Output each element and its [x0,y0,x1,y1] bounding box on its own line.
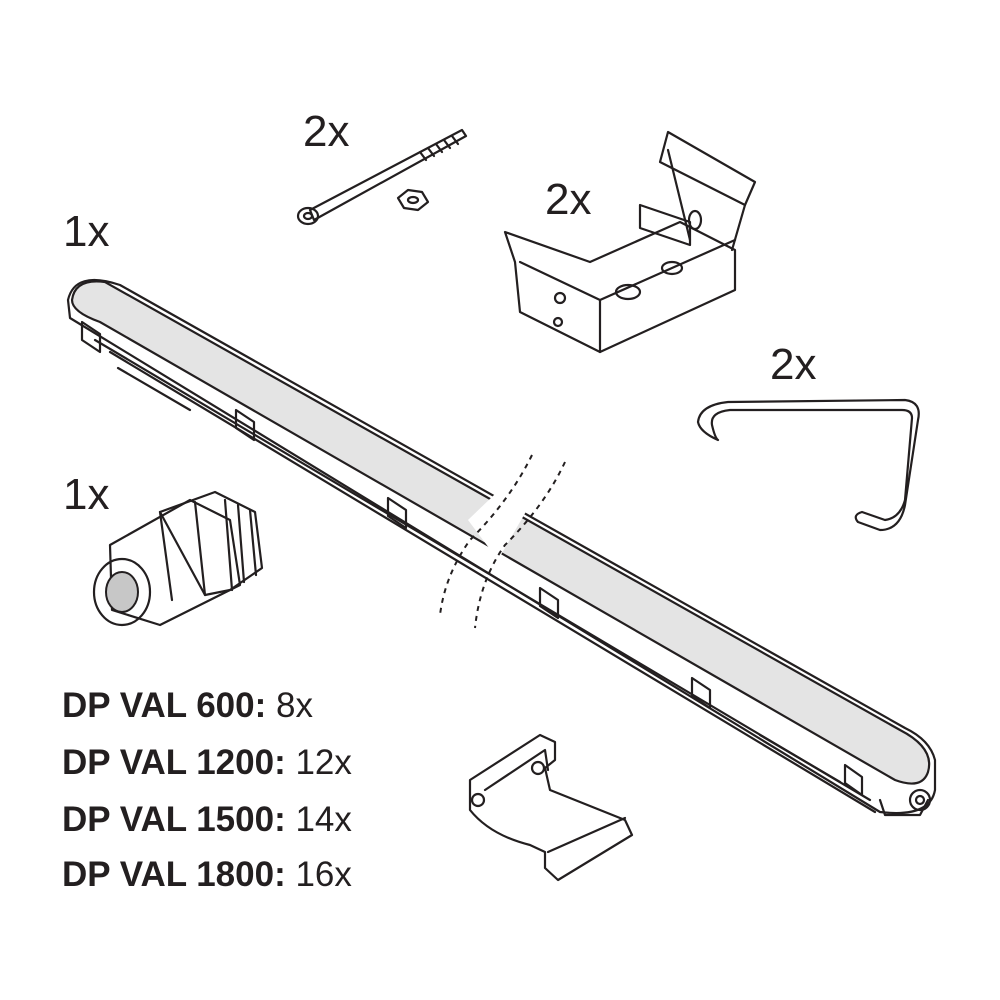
model-name: DP VAL 1500: [62,800,286,839]
screw-and-nut [296,128,468,226]
housing-clip-marks [80,320,864,797]
clip-count-row: DP VAL 1800: 16x [62,857,352,892]
luminaire-tube [66,278,937,817]
cable-gland-qty-label: 1x [63,470,110,519]
fixing-clip [468,733,634,882]
clip-count: 16x [295,855,352,894]
clip-count-row: DP VAL 1200: 12x [62,745,352,780]
luminaire-qty-label: 1x [63,207,110,256]
screw-qty-label: 2x [303,107,350,156]
wire-hook-qty-label: 2x [770,340,817,389]
clip-count: 8x [276,686,313,725]
clip-count: 14x [295,800,352,839]
bracket-qty-label: 2x [545,175,592,224]
model-name: DP VAL 1800: [62,855,286,894]
model-name: DP VAL 1200: [62,743,286,782]
clip-count-row: DP VAL 1500: 14x [62,802,352,837]
model-name: DP VAL 600: [62,686,267,725]
clip-count-row: DP VAL 600: 8x [62,688,313,723]
cable-gland [92,490,264,627]
mounting-bracket [503,130,757,354]
clip-count: 12x [295,743,352,782]
wire-hook [696,398,920,532]
